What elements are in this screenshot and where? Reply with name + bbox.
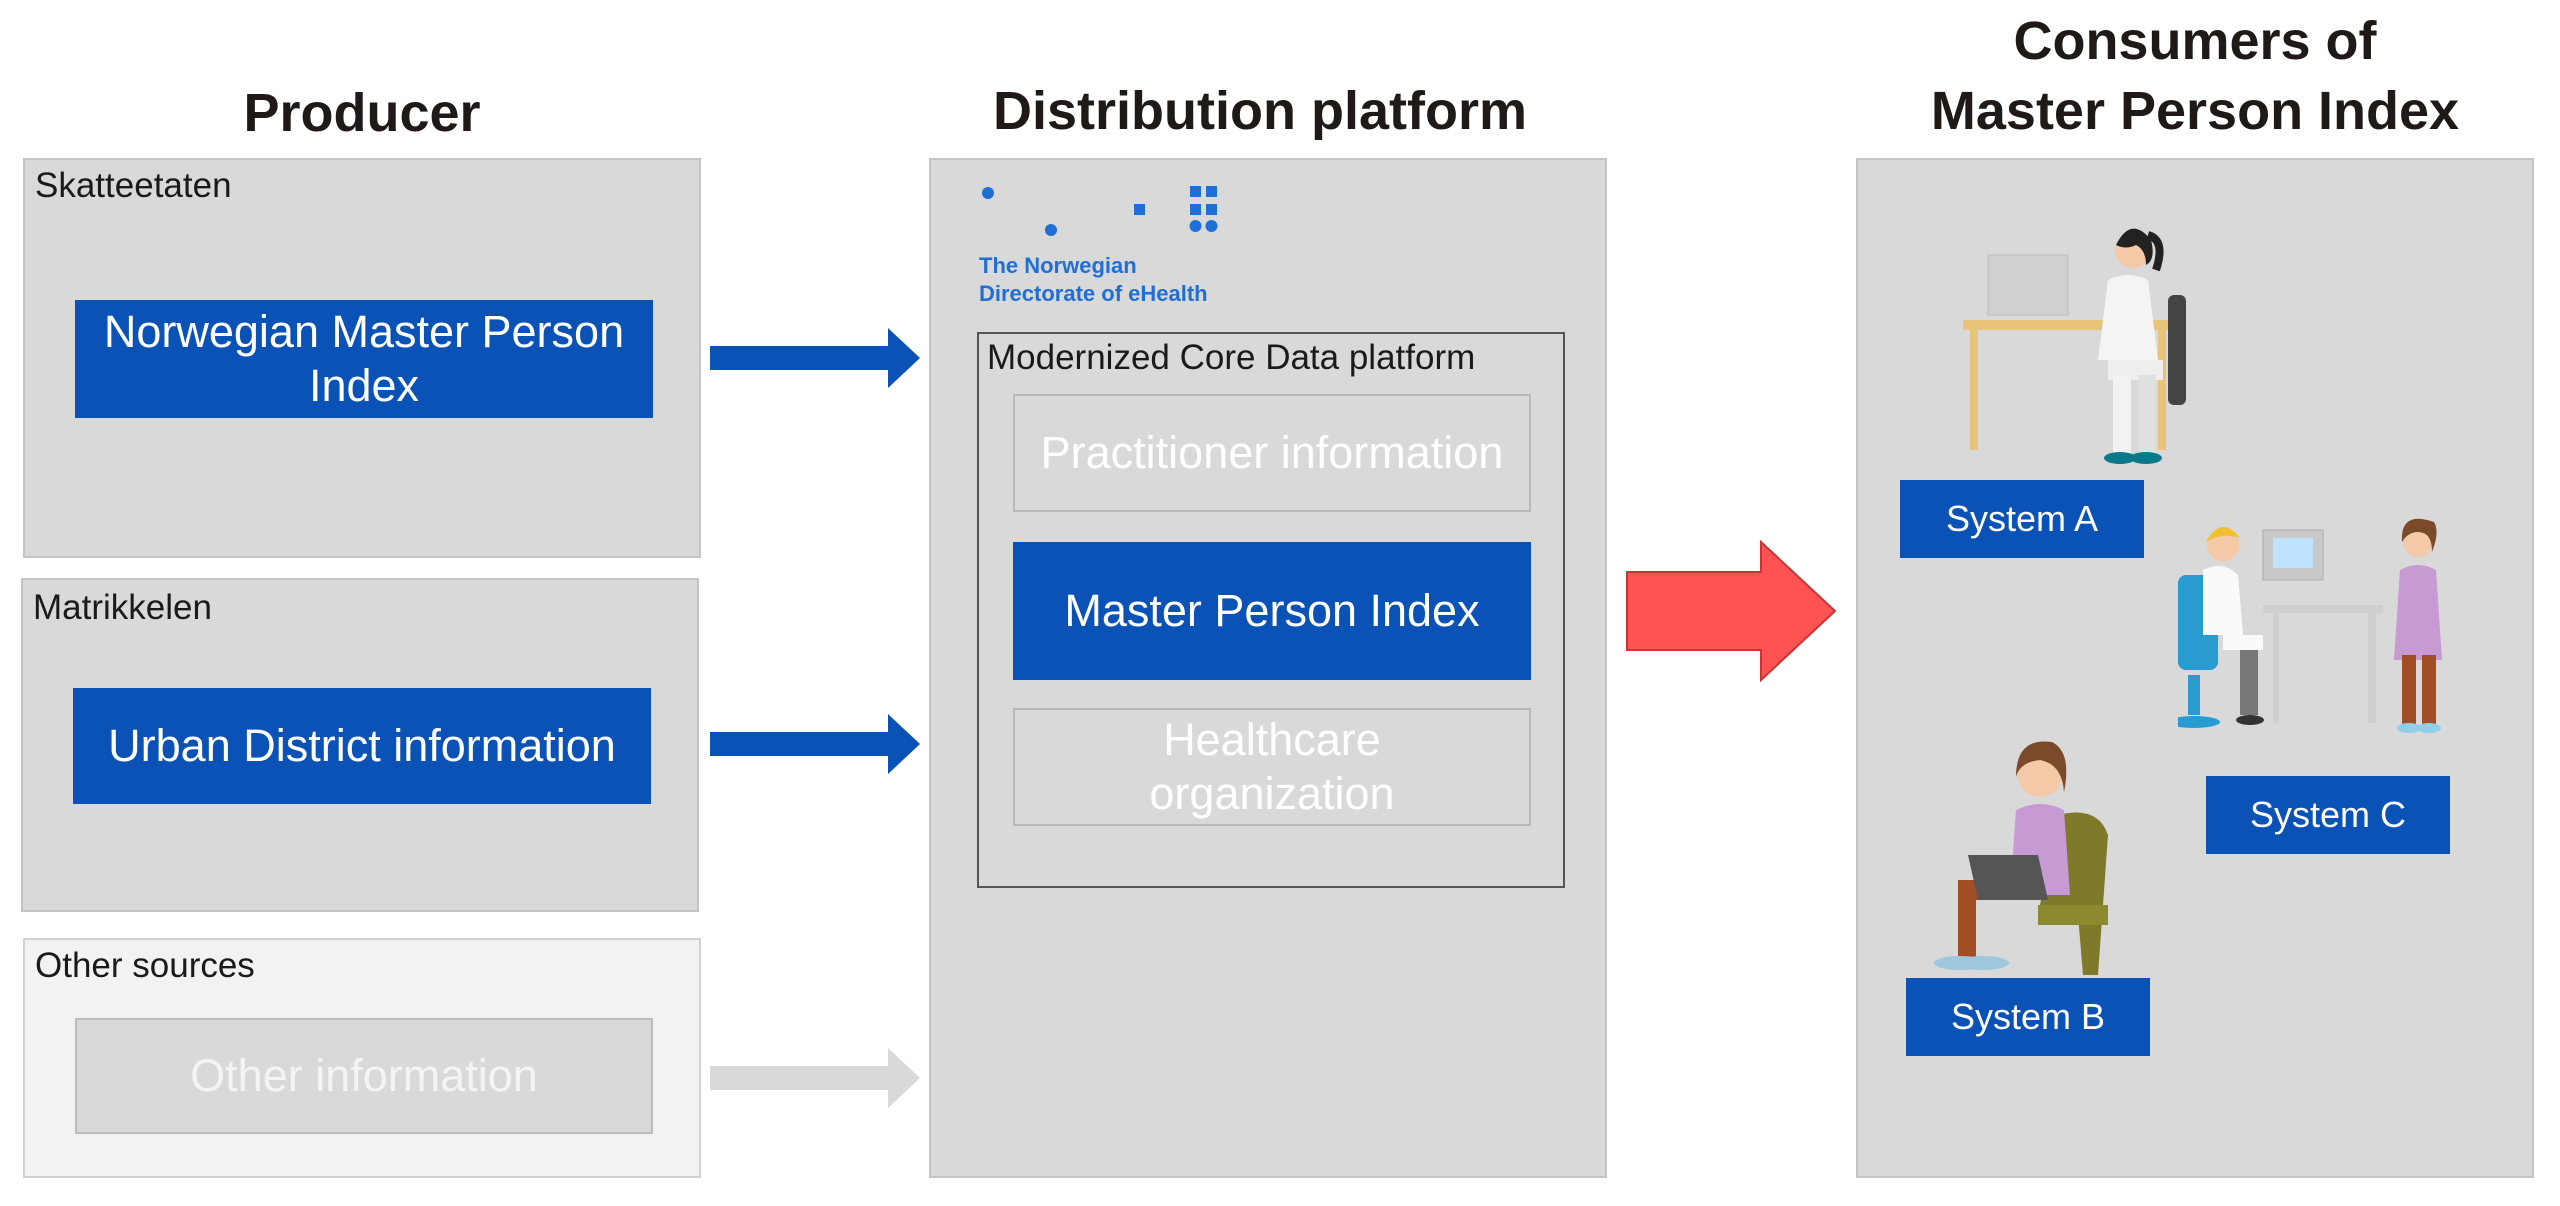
- distribution-title: Distribution platform: [993, 81, 1527, 141]
- consumers-title-line1: Consumers of: [2013, 11, 2377, 71]
- ehealth-logo-icon: [982, 187, 1057, 236]
- urban-district-information-box: Urban District information: [73, 688, 651, 804]
- healthcare-organization-box: Healthcare organization: [1013, 708, 1531, 826]
- doctor-and-patient-icon: [2178, 518, 2442, 733]
- logo-text-line1: The Norwegian: [979, 253, 1137, 278]
- core-data-platform-frame: Modernized Core Data platform Practition…: [977, 332, 1565, 888]
- panel-label: Skatteetaten: [35, 166, 232, 205]
- system-c-button: System C: [2206, 776, 2450, 854]
- other-information-box: Other information: [75, 1018, 653, 1134]
- person-with-laptop-icon: [1934, 741, 2108, 975]
- panel-label: Other sources: [35, 946, 255, 985]
- arrow-right-icon: [710, 714, 920, 774]
- practitioner-information-box: Practitioner information: [1013, 394, 1531, 512]
- producer-panel-other-sources: Other sources Other information: [23, 938, 701, 1178]
- consumers-title-line2: Master Person Index: [1930, 81, 2460, 141]
- master-person-index-box: Master Person Index: [1013, 542, 1531, 680]
- big-red-arrow-icon: [1626, 540, 1837, 682]
- arrow-right-icon: [710, 328, 920, 388]
- person-at-desk-icon: [1963, 228, 2186, 464]
- distribution-platform-panel: The Norwegian Directorate of eHealth Mod…: [929, 158, 1607, 1178]
- norwegian-master-person-index-box: Norwegian Master Person Index: [75, 300, 653, 418]
- system-b-button: System B: [1906, 978, 2150, 1056]
- logo-text-line2: Directorate of eHealth: [979, 281, 1208, 306]
- producer-title: Producer: [243, 83, 481, 143]
- producer-panel-skatteetaten: Skatteetaten Norwegian Master Person Ind…: [23, 158, 701, 558]
- system-a-button: System A: [1900, 480, 2144, 558]
- producer-panel-matrikkelen: Matrikkelen Urban District information: [21, 578, 699, 912]
- arrow-right-icon: [710, 1048, 920, 1108]
- ehealth-logo-squares-icon: [1134, 186, 1218, 232]
- consumers-panel: System A System B S: [1856, 158, 2534, 1178]
- panel-label: Matrikkelen: [33, 588, 212, 627]
- core-data-platform-label: Modernized Core Data platform: [987, 338, 1476, 377]
